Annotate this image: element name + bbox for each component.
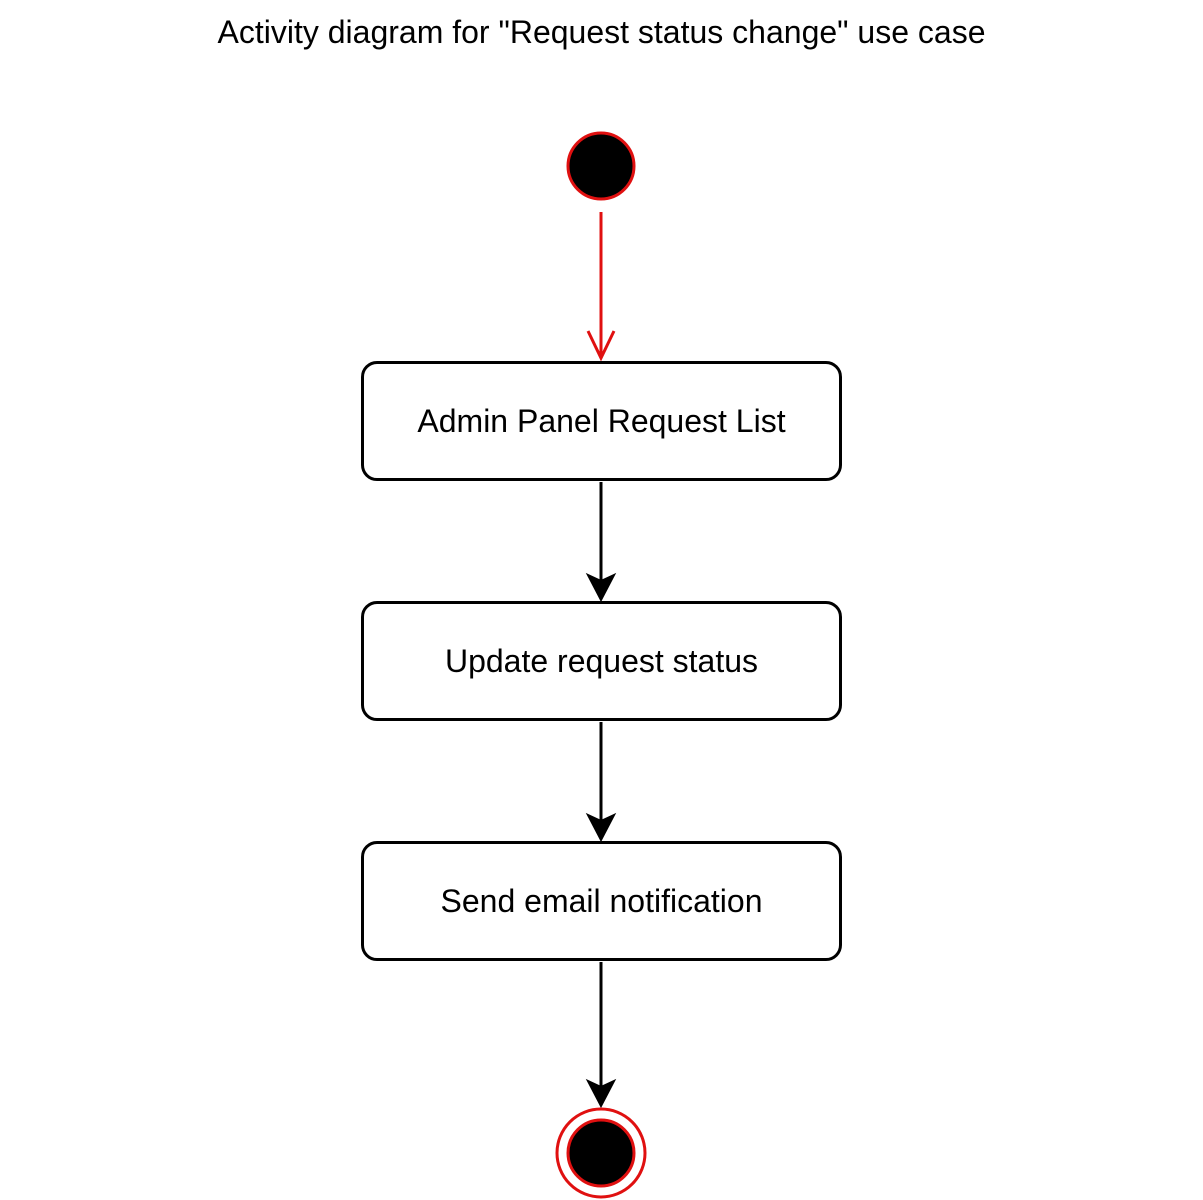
action-label: Update request status <box>444 642 759 679</box>
edge-start-arrowhead <box>586 330 616 362</box>
final-node-inner <box>566 1118 636 1188</box>
action-label: Send email notification <box>440 882 763 919</box>
action-label: Admin Panel Request List <box>417 402 786 439</box>
initial-node <box>566 131 636 201</box>
edge-update-status-arrowhead <box>585 572 617 603</box>
diagram-title: Activity diagram for "Request status cha… <box>217 14 986 50</box>
edge-send-email-arrowhead <box>585 812 617 843</box>
action-send-email-notification: Send email notification <box>361 841 842 961</box>
edge-final-arrowhead <box>585 1078 617 1109</box>
action-update-request-status: Update request status <box>361 601 842 721</box>
action-admin-panel-request-list: Admin Panel Request List <box>361 361 842 481</box>
